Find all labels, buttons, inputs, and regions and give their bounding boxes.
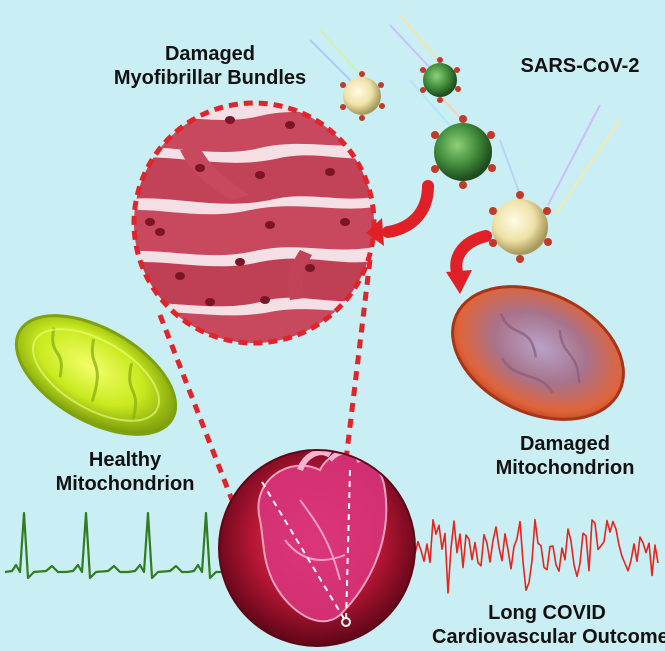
damaged-bundles-label: Damaged Myofibrillar Bundles xyxy=(110,42,310,90)
zoom-connector-right xyxy=(342,259,373,469)
damaged-mito-label-line2: Mitochondrion xyxy=(495,457,635,479)
healthy-mitochondrion-icon xyxy=(14,314,178,436)
virus-label: SARS-CoV-2 xyxy=(505,54,655,78)
curved-arrow-icon xyxy=(366,180,434,246)
damaged-mitochondrion-icon xyxy=(451,285,625,421)
healthy-mito-label-line2: Mitochondrion xyxy=(55,473,195,495)
virus-particle-icon xyxy=(431,115,496,189)
damaged-bundles-label-line1: Damaged xyxy=(164,43,256,65)
myofibrillar-bundles-zoom xyxy=(131,100,377,346)
outcomes-label-line1: Long COVID xyxy=(488,602,606,624)
virus-particle-icon xyxy=(340,71,385,121)
outcomes-label-line2: Cardiovascular Outcomes xyxy=(432,626,665,648)
zoom-connector-left xyxy=(157,314,235,501)
virus-particle-icon xyxy=(489,191,552,263)
curved-arrow-icon xyxy=(446,230,492,294)
healthy-ecg-trace xyxy=(4,511,222,580)
healthy-mito-label: Healthy Mitochondrion xyxy=(35,448,215,496)
heart-icon xyxy=(218,449,416,647)
damaged-ecg-trace xyxy=(414,518,659,594)
damaged-mito-label-line1: Damaged xyxy=(519,433,611,455)
outcomes-label: Long COVID Cardiovascular Outcomes xyxy=(432,601,665,649)
virus-particle-icon xyxy=(420,57,461,103)
damaged-bundles-label-line2: Myofibrillar Bundles xyxy=(113,67,307,89)
virus-trails xyxy=(309,14,621,216)
damaged-mito-label: Damaged Mitochondrion xyxy=(480,432,650,480)
healthy-mito-label-line1: Healthy xyxy=(88,449,162,471)
virus-label-text: SARS-CoV-2 xyxy=(520,55,640,77)
